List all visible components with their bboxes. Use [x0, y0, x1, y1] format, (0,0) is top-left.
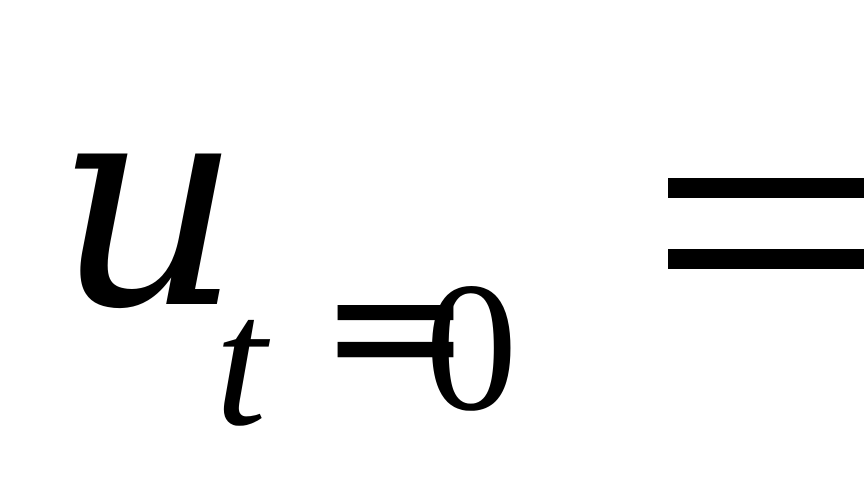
variable-u: u [55, 36, 242, 373]
equals-sign-top-bar [668, 178, 864, 198]
subscript-variable-t: t [215, 260, 267, 465]
equals-sign [668, 172, 864, 282]
subscript-equals-sign: = [318, 217, 474, 433]
subscript-value-zero: 0 [425, 245, 518, 450]
equals-sign-bottom-bar [668, 249, 864, 269]
